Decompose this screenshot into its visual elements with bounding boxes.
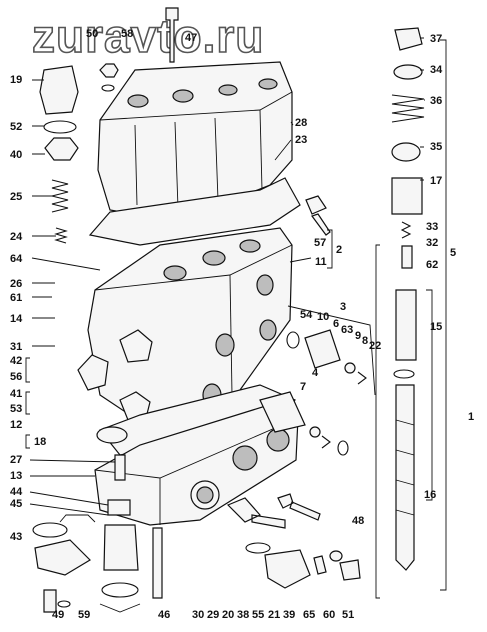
callout-33: 33 (426, 221, 438, 233)
callout-51: 51 (342, 609, 354, 621)
callout-52: 52 (10, 121, 22, 133)
callout-34: 34 (430, 64, 443, 76)
callout-45: 45 (10, 498, 22, 510)
callout-60: 60 (323, 609, 335, 621)
callout-49: 49 (52, 609, 64, 621)
callout-61: 61 (10, 292, 22, 304)
callout-20: 20 (222, 609, 234, 621)
callout-15: 15 (430, 321, 442, 333)
callout-64: 64 (10, 253, 23, 265)
bolt-57 (305, 195, 331, 236)
callout-9: 9 (355, 330, 361, 342)
site-watermark: zuravto.ru (32, 10, 264, 62)
callout-40: 40 (10, 149, 22, 161)
callout-16: 16 (424, 489, 436, 501)
callout-28: 28 (295, 117, 307, 129)
callout-11: 11 (315, 256, 327, 268)
callout-53: 53 (10, 403, 22, 415)
cap-nut (39, 65, 79, 115)
callout-36: 36 (430, 95, 442, 107)
callout-47: 47 (185, 32, 197, 44)
callout-58: 58 (121, 28, 133, 40)
callout-1: 1 (468, 411, 474, 423)
callout-63: 63 (341, 324, 353, 336)
callout-5: 5 (450, 247, 456, 259)
callout-30: 30 (192, 609, 204, 621)
callout-43: 43 (10, 531, 22, 543)
callout-24: 24 (10, 231, 23, 243)
washer-58-top (101, 84, 115, 92)
callout-55: 55 (252, 609, 264, 621)
callout-59: 59 (78, 609, 90, 621)
spring-25 (51, 179, 69, 213)
o-ring-52 (43, 120, 77, 134)
callout-46: 46 (158, 609, 170, 621)
callout-21: 21 (268, 609, 280, 621)
hex-nut (44, 137, 79, 161)
leader-lines (29, 37, 425, 516)
callout-4: 4 (312, 367, 319, 379)
callout-13: 13 (10, 470, 22, 482)
callout-29: 29 (207, 609, 219, 621)
main-body (77, 227, 293, 421)
nut-50 (99, 63, 119, 78)
callout-14: 14 (10, 313, 23, 325)
callout-17: 17 (430, 175, 442, 187)
callout-10: 10 (317, 311, 329, 323)
callout-25: 25 (10, 191, 22, 203)
callout-3: 3 (340, 301, 346, 313)
left-lower-parts (32, 426, 163, 613)
gasket (88, 177, 301, 246)
spring-24 (54, 227, 68, 244)
callout-56: 56 (10, 371, 22, 383)
callout-18: 18 (34, 436, 46, 448)
callout-39: 39 (283, 609, 295, 621)
callout-32: 32 (426, 237, 438, 249)
callout-27: 27 (10, 454, 22, 466)
callout-54: 54 (300, 309, 313, 321)
callout-8: 8 (362, 335, 368, 347)
cover-housing (97, 61, 293, 216)
callout-23: 23 (295, 134, 307, 146)
callout-42: 42 (10, 355, 22, 367)
callout-26: 26 (10, 278, 22, 290)
callout-2: 2 (336, 244, 342, 256)
callout-44: 44 (10, 486, 23, 498)
callout-48: 48 (352, 515, 364, 527)
right-column (391, 27, 425, 571)
callout-65: 65 (303, 609, 315, 621)
callout-22: 22 (369, 340, 381, 352)
callout-62: 62 (426, 259, 438, 271)
callout-41: 41 (10, 388, 22, 400)
callout-50: 50 (86, 28, 98, 40)
callout-19: 19 (10, 74, 22, 86)
group-brackets (25, 39, 447, 613)
callout-31-left: 31 (10, 341, 22, 353)
callout-7: 7 (300, 381, 306, 393)
callout-37: 37 (430, 33, 442, 45)
callout-57: 57 (314, 237, 326, 249)
bottom-parts (226, 493, 361, 589)
bolt-47 (165, 7, 179, 63)
callout-38: 38 (237, 609, 249, 621)
callout-labels: 50 58 47 37 34 36 19 52 40 25 24 28 23 3… (10, 28, 474, 621)
callout-6: 6 (333, 318, 339, 330)
callout-35: 35 (430, 141, 442, 153)
valve-set (259, 329, 367, 456)
callout-12: 12 (10, 419, 22, 431)
